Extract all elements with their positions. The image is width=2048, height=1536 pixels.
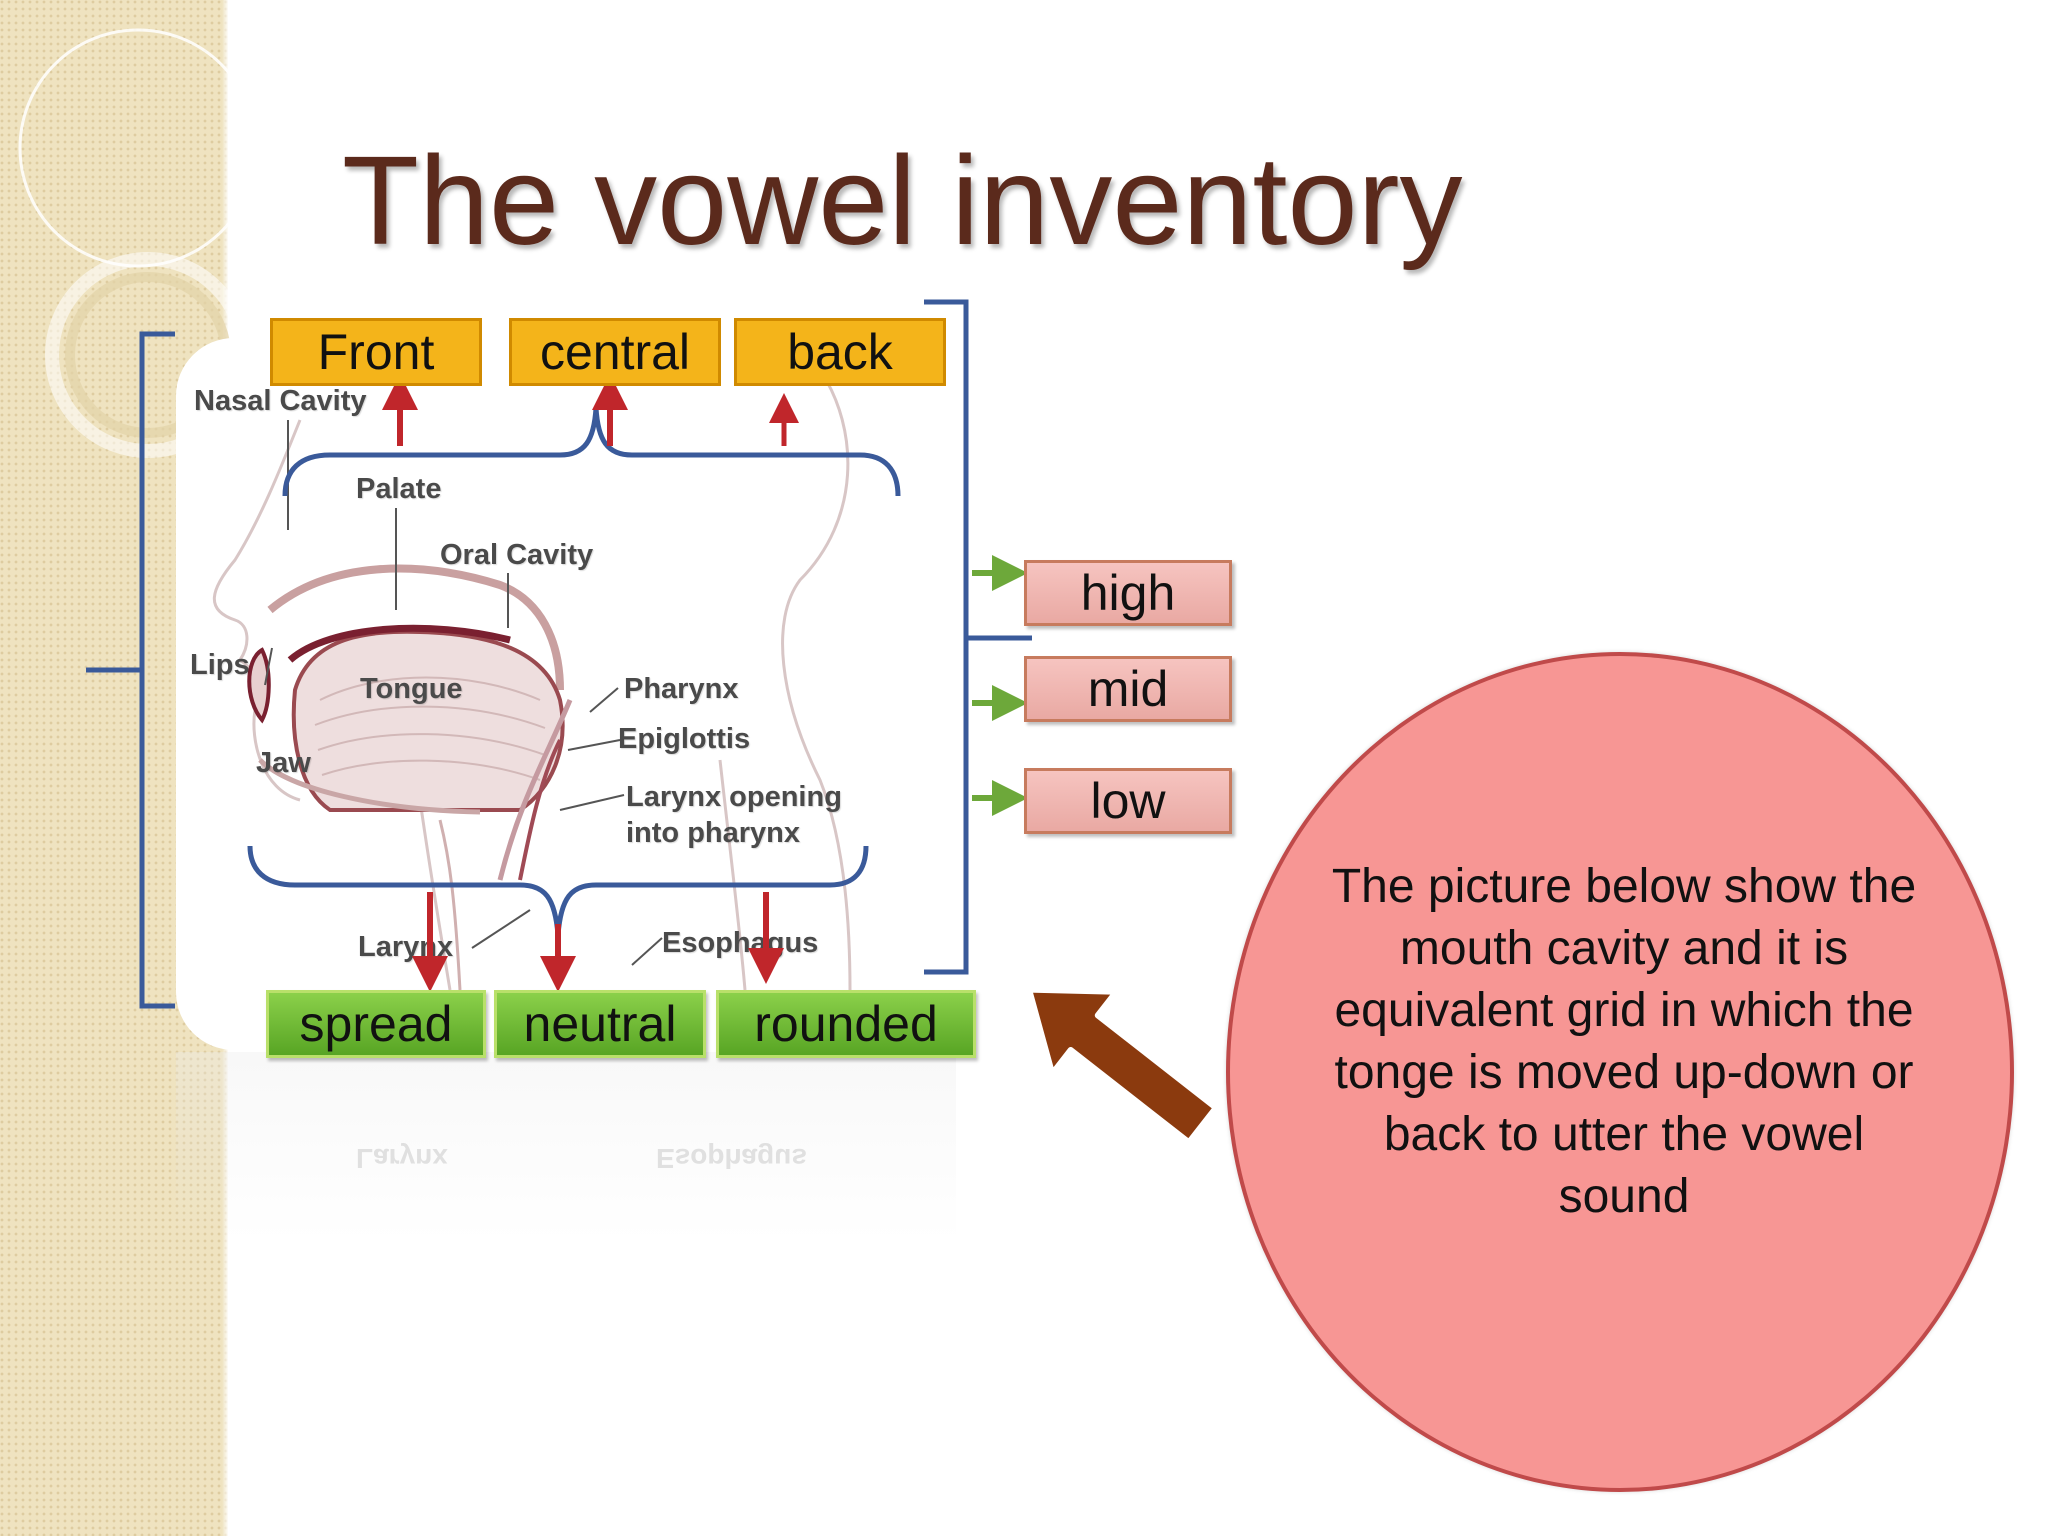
label-pharynx: Pharynx	[624, 673, 739, 705]
label-central: central	[509, 318, 721, 386]
tongue-edge	[287, 624, 511, 663]
tongue-striations	[314, 676, 546, 781]
label-back: back	[734, 318, 946, 386]
callout-text: The picture below show the mouth cavity …	[1331, 860, 1917, 1223]
bottom-curly-brace	[247, 845, 869, 936]
label-epiglottis: Epiglottis	[618, 723, 751, 755]
epiglottis-shape	[518, 739, 562, 881]
image-reflection: Larynx Esophagus	[176, 1052, 956, 1242]
face-profile	[212, 419, 302, 802]
label-nasal-cavity: Nasal Cavity	[194, 385, 367, 417]
label-rounded: rounded	[716, 990, 976, 1058]
label-neutral: neutral	[494, 990, 706, 1058]
neck-outline	[781, 369, 852, 991]
label-high: high	[1024, 560, 1232, 626]
label-palate: Palate	[356, 473, 442, 505]
right-bracket	[924, 299, 1032, 975]
label-jaw: Jaw	[256, 747, 311, 779]
label-spread: spread	[266, 990, 486, 1058]
label-larynx-opening-line1: Larynx opening	[626, 781, 842, 813]
slide-title: The vowel inventory	[342, 130, 1463, 271]
brown-pointer-arrow	[1026, 986, 1219, 1146]
label-mid: mid	[1024, 656, 1232, 722]
label-esophagus: Esophagus	[662, 927, 819, 959]
label-front: Front	[270, 318, 482, 386]
label-oral-cavity: Oral Cavity	[440, 539, 594, 571]
callout-circle	[1226, 652, 2014, 1492]
palate-shape	[267, 564, 564, 691]
top-curly-brace	[282, 407, 901, 497]
label-larynx-opening-line2: into pharynx	[626, 817, 801, 849]
label-lips: Lips	[190, 649, 250, 681]
pharynx-wall	[497, 699, 573, 881]
label-low: low	[1024, 768, 1232, 834]
jaw-shape	[258, 758, 481, 815]
label-tongue: Tongue	[360, 673, 463, 705]
left-bracket	[86, 331, 175, 1009]
